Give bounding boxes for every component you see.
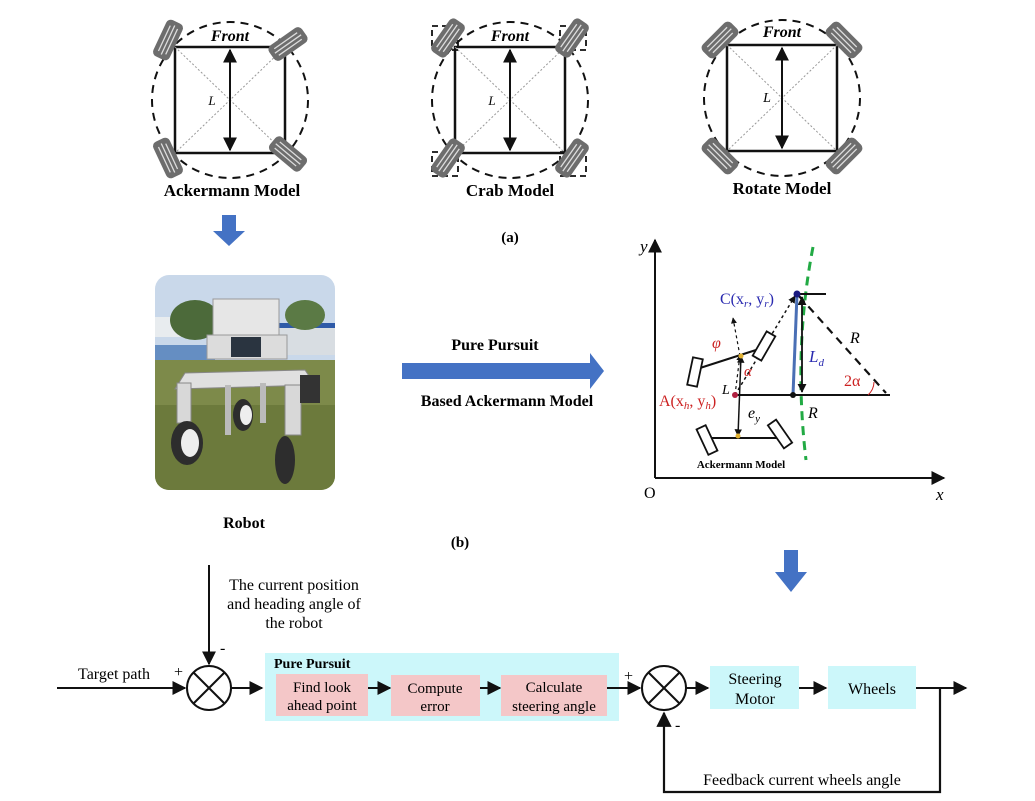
summing-junction-2 bbox=[641, 665, 687, 711]
radius-line bbox=[798, 295, 887, 394]
right-arrow-icon bbox=[402, 353, 604, 389]
arrow-top-label: Pure Pursuit bbox=[451, 337, 539, 354]
wheel-rect bbox=[751, 330, 777, 362]
feedback-note-line3: the robot bbox=[265, 615, 323, 632]
block-text: ahead point bbox=[287, 698, 357, 714]
plus-sign: + bbox=[624, 668, 633, 685]
pure-pursuit-title: Pure Pursuit bbox=[274, 657, 351, 672]
alpha-label: α bbox=[744, 364, 753, 380]
point-c bbox=[793, 290, 801, 298]
summing-junction-1 bbox=[186, 665, 232, 711]
feedback-note-line1: The current position bbox=[229, 577, 359, 594]
wheelbase-label: L bbox=[721, 383, 730, 398]
block-text: Wheels bbox=[848, 681, 896, 698]
block-find-lookahead bbox=[276, 674, 368, 716]
ackermann-model-diagram: Front L bbox=[150, 17, 311, 181]
x-axis-label: x bbox=[935, 485, 944, 504]
radius-bottom-label: R bbox=[807, 405, 818, 422]
point-c-label: C(xr, yr) bbox=[720, 291, 774, 310]
arrow-bottom-label: Based Ackermann Model bbox=[421, 393, 594, 410]
down-arrow-icon bbox=[213, 215, 245, 246]
minus-sign: - bbox=[220, 640, 225, 657]
feedback-label: Feedback current wheels angle bbox=[703, 772, 901, 789]
block-text: Find look bbox=[293, 680, 351, 696]
block-compute-error bbox=[391, 675, 480, 716]
block-wheels bbox=[828, 666, 916, 709]
ld-label: Ld bbox=[808, 347, 824, 369]
front-label: Front bbox=[210, 28, 250, 45]
block-text: steering angle bbox=[512, 699, 596, 715]
point-a-label: A(xh, yh) bbox=[659, 393, 716, 412]
wheel-rect bbox=[686, 356, 704, 388]
panel-b-label: (b) bbox=[451, 535, 469, 551]
two-alpha-label: 2α bbox=[844, 373, 861, 390]
pure-pursuit-geometry: y x O C(xr, yr) bbox=[638, 237, 946, 504]
block-text: Calculate bbox=[526, 680, 583, 696]
feedback-note-line2: and heading angle of bbox=[227, 596, 361, 613]
rotate-model-diagram: Front L bbox=[698, 18, 866, 178]
wheel-front-right bbox=[265, 24, 311, 64]
wheel-rear-left bbox=[428, 135, 468, 181]
front-label: Front bbox=[762, 24, 802, 41]
minus-sign: - bbox=[675, 717, 680, 734]
block-text: Compute bbox=[408, 681, 463, 697]
wheel-rect bbox=[695, 424, 719, 456]
plus-sign: + bbox=[174, 664, 183, 681]
robot-photo bbox=[155, 275, 335, 490]
target-path-label: Target path bbox=[78, 666, 150, 683]
down-arrow-icon bbox=[775, 550, 807, 592]
length-label: L bbox=[207, 93, 215, 108]
point-a bbox=[732, 392, 738, 398]
ackermann-model-title: Ackermann Model bbox=[164, 181, 301, 200]
robot-photo-illustration bbox=[155, 275, 335, 490]
panel-a-label: (a) bbox=[501, 230, 519, 246]
feedback-loop bbox=[656, 688, 942, 794]
length-label: L bbox=[762, 91, 771, 106]
origin-label: O bbox=[644, 485, 656, 502]
radius-top-label: R bbox=[849, 330, 860, 347]
block-text: Steering bbox=[728, 671, 781, 688]
block-text: Motor bbox=[735, 691, 776, 708]
block-calculate-steering bbox=[501, 675, 607, 716]
y-axis-label: y bbox=[638, 237, 648, 256]
rotate-model-title: Rotate Model bbox=[733, 179, 832, 198]
block-steering-motor bbox=[710, 666, 799, 709]
crab-model-title: Crab Model bbox=[466, 181, 555, 200]
turning-circle bbox=[431, 21, 589, 179]
crab-model-diagram: Front L bbox=[428, 15, 592, 181]
turning-circle bbox=[703, 19, 861, 177]
front-label: Front bbox=[490, 28, 530, 45]
length-label: L bbox=[487, 93, 495, 108]
wheel-rect bbox=[766, 418, 794, 450]
phi-label: φ bbox=[712, 335, 721, 352]
geometry-model-label: Ackermann Model bbox=[697, 459, 785, 471]
block-text: error bbox=[420, 699, 449, 715]
lateral-error-label: ey bbox=[748, 405, 760, 425]
turning-circle bbox=[151, 21, 309, 179]
control-block-diagram: Target path + The current position and h… bbox=[57, 565, 968, 794]
lookahead-chord bbox=[791, 293, 799, 396]
wheel-front-right bbox=[552, 15, 592, 61]
robot-label: Robot bbox=[223, 515, 265, 532]
